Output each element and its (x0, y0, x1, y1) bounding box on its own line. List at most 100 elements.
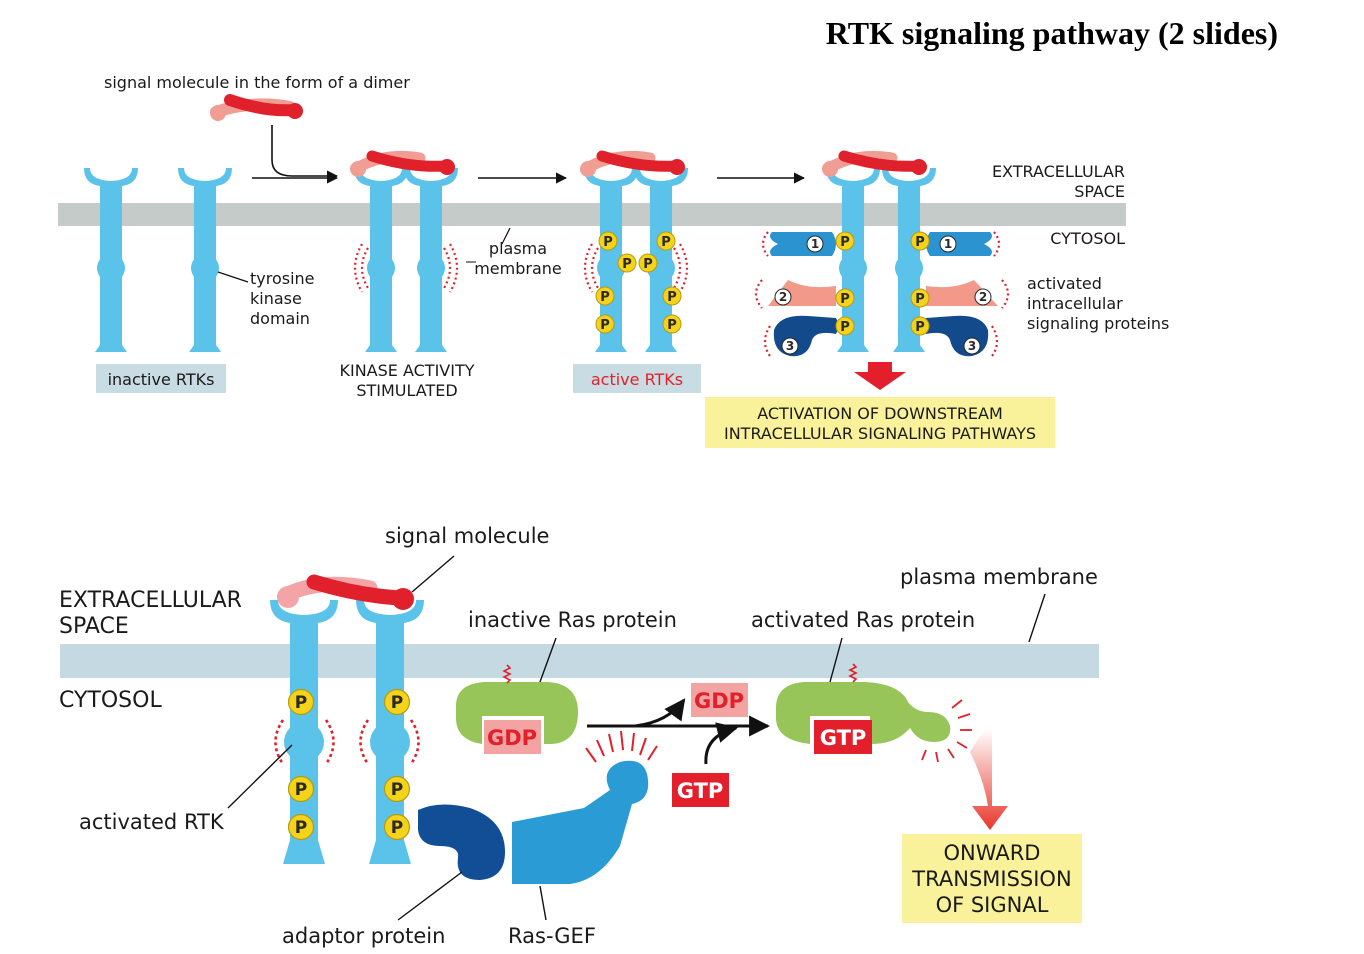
rtk-dimer-stage3 (580, 150, 689, 352)
activated-rtk-label: activated RTK (79, 810, 225, 834)
svg-text:P: P (915, 235, 925, 250)
activated-rtk-dimer (270, 574, 424, 864)
signal-dimer-free (210, 94, 303, 121)
phosphates-stage3: P P P P P P P P (595, 231, 682, 334)
phosphates-bottom: P P P P P P (287, 688, 411, 841)
onward-label-2: TRANSMISSION (911, 867, 1071, 891)
plasma-membrane-bottom-label: plasma membrane (900, 565, 1098, 589)
svg-text:P: P (840, 235, 850, 250)
activated-proteins-2: intracellular (1027, 294, 1123, 313)
activated-proteins-3: signaling proteins (1027, 314, 1169, 333)
gdp-label-inactive: GDP (487, 726, 537, 750)
svg-text:P: P (915, 292, 925, 307)
phosphates-stage4: P P P P P P (835, 231, 930, 336)
tyrosine-label-1: tyrosine (250, 269, 315, 288)
signaling-protein-1-right: 1 (926, 232, 992, 256)
svg-text:1: 1 (944, 237, 952, 251)
onward-label-1: ONWARD (944, 841, 1041, 865)
active-rtks-box (573, 364, 701, 393)
onward-arrow (970, 728, 1008, 830)
svg-text:P: P (915, 320, 925, 335)
gtp-label-active: GTP (820, 726, 867, 750)
activated-proteins-1: activated (1027, 274, 1102, 293)
tyrosine-label-2: kinase (250, 289, 302, 308)
gdp-box-inactive (484, 720, 541, 754)
plasma-membrane-top-label-1: plasma (489, 239, 547, 258)
kinase-activity-label-1: KINASE ACTIVITY (339, 361, 474, 380)
svg-text:P: P (667, 318, 677, 333)
ras-activation-glow (921, 699, 972, 763)
svg-text:P: P (295, 818, 307, 838)
svg-text:P: P (667, 290, 677, 305)
inactive-rtk-right (178, 168, 232, 352)
downstream-label-2: INTRACELLULAR SIGNALING PATHWAYS (724, 424, 1036, 443)
gdp-label-released: GDP (694, 689, 744, 713)
gtp-label-incoming: GTP (677, 779, 724, 803)
svg-text:P: P (661, 235, 671, 250)
cytosol-top: CYTOSOL (1050, 229, 1125, 248)
inactive-rtks-box (96, 364, 226, 393)
ras-gef (512, 760, 649, 884)
rtk-dimer-stage4 (822, 150, 936, 352)
extracellular-bottom-2: SPACE (59, 614, 129, 639)
svg-text:P: P (391, 693, 403, 713)
activated-ras-label: activated Ras protein (751, 608, 975, 632)
extracellular-bottom-1: EXTRACELLULAR (59, 588, 242, 613)
gtp-box-active (814, 720, 872, 754)
top-panel: signal molecule in the form of a dimer t… (58, 73, 1169, 448)
svg-text:P: P (622, 257, 632, 272)
bottom-panel: EXTRACELLULAR SPACE CYTOSOL P P P P (59, 524, 1099, 948)
rtk-dimer-stage2 (350, 150, 459, 352)
page-title: RTK signaling pathway (2 slides) (826, 15, 1278, 51)
adaptor-protein (418, 804, 505, 880)
onward-label-3: OF SIGNAL (936, 893, 1049, 917)
signaling-protein-3-left: 3 (773, 315, 838, 357)
svg-text:2: 2 (779, 290, 787, 304)
cytosol-bottom: CYTOSOL (59, 688, 162, 713)
svg-text:P: P (600, 290, 610, 305)
svg-text:P: P (840, 292, 850, 307)
activated-ras (776, 663, 951, 744)
inactive-ras (456, 664, 578, 744)
ras-gef-glow (585, 730, 658, 763)
kinase-activity-label-2: STIMULATED (356, 381, 457, 400)
svg-text:P: P (603, 235, 613, 250)
svg-text:P: P (391, 818, 403, 838)
svg-text:P: P (391, 780, 403, 800)
extracellular-top-1: EXTRACELLULAR (992, 162, 1125, 181)
signaling-protein-2-left: 2 (768, 280, 836, 306)
downstream-arrow (854, 362, 906, 390)
signal-dimer-label: signal molecule in the form of a dimer (104, 73, 410, 92)
ras-gef-label: Ras-GEF (508, 924, 596, 948)
signaling-protein-2-right: 2 (926, 280, 998, 306)
gtp-entry-arrow (704, 722, 739, 765)
adaptor-protein-label: adaptor protein (282, 924, 445, 948)
plasma-membrane-top-label-2: membrane (474, 259, 562, 278)
svg-text:1: 1 (811, 237, 819, 251)
gtp-box-incoming (672, 773, 729, 807)
downstream-label-1: ACTIVATION OF DOWNSTREAM (757, 404, 1003, 423)
signaling-protein-3-right: 3 (924, 315, 989, 357)
signal-molecule-label: signal molecule (385, 524, 549, 548)
downstream-box (705, 397, 1055, 448)
plasma-membrane-top (58, 203, 1126, 226)
inactive-rtks-label: inactive RTKs (108, 370, 215, 389)
gdp-release-arrow (634, 698, 686, 728)
svg-text:P: P (295, 693, 307, 713)
svg-text:P: P (643, 257, 653, 272)
inactive-rtk-left (84, 168, 138, 352)
tyrosine-label-3: domain (250, 309, 310, 328)
svg-text:2: 2 (979, 290, 987, 304)
svg-text:P: P (840, 320, 850, 335)
svg-text:3: 3 (968, 339, 976, 353)
inactive-ras-label: inactive Ras protein (468, 608, 677, 632)
onward-box (902, 834, 1082, 923)
active-rtks-label: active RTKs (591, 370, 683, 389)
svg-text:3: 3 (786, 339, 794, 353)
plasma-membrane-bottom (60, 644, 1099, 678)
signaling-protein-1-left: 1 (770, 232, 836, 256)
extracellular-top-2: SPACE (1074, 182, 1125, 201)
gdp-box-released (691, 683, 748, 717)
svg-text:P: P (295, 780, 307, 800)
